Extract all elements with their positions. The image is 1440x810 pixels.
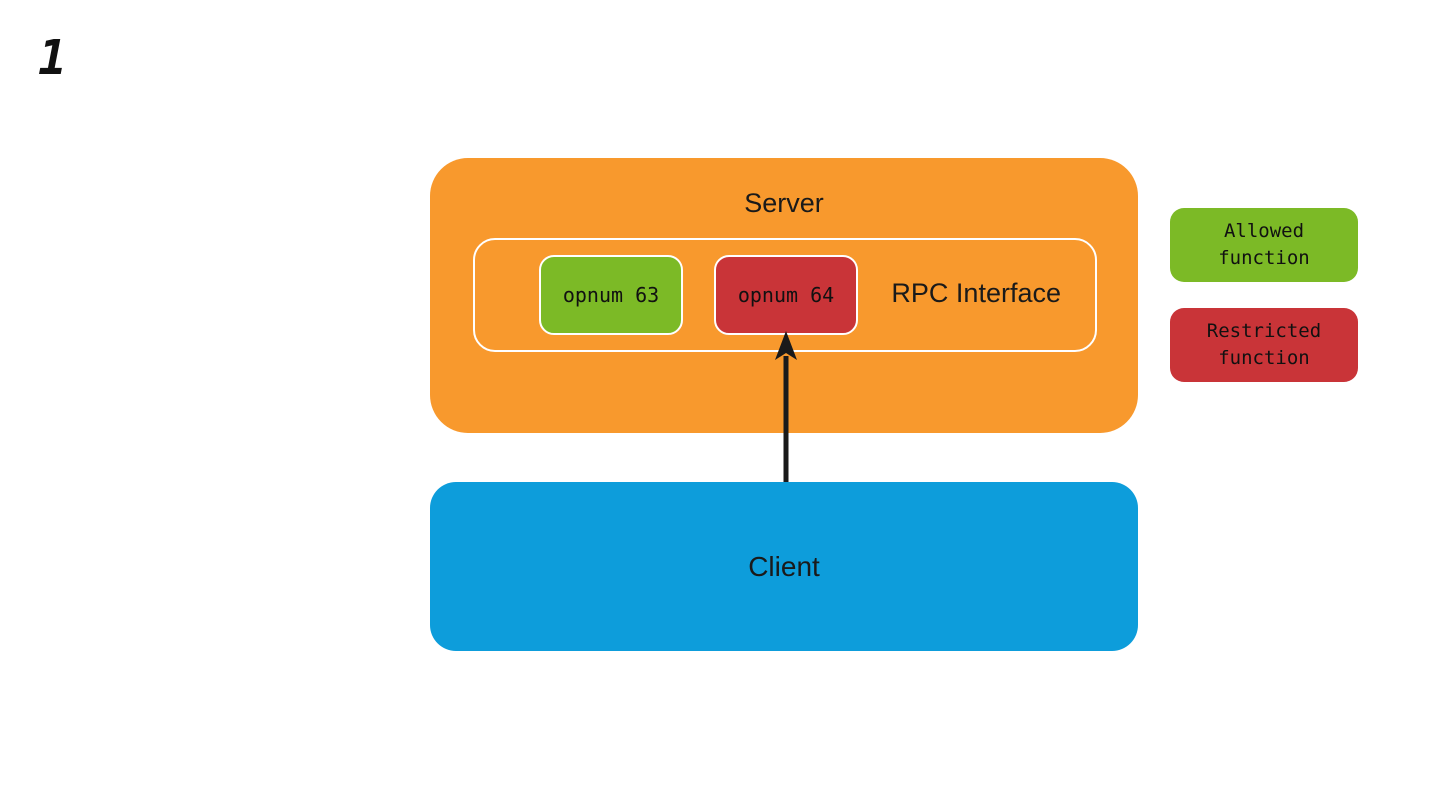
- opnum-64-box: opnum 64: [714, 255, 858, 335]
- legend-restricted-line2: function: [1218, 347, 1310, 369]
- step-number: 1: [38, 30, 67, 86]
- client-box: Client: [430, 482, 1138, 651]
- legend-allowed-line2: function: [1218, 247, 1310, 269]
- legend-restricted-line1: Restricted: [1206, 320, 1322, 342]
- legend-allowed-function: Allowed function: [1170, 208, 1358, 282]
- legend-restricted-function: Restricted function: [1170, 308, 1358, 382]
- rpc-interface-box: opnum 63 opnum 64 RPC Interface: [473, 238, 1097, 352]
- rpc-interface-label: RPC Interface: [891, 278, 1061, 308]
- server-label: Server: [744, 188, 824, 218]
- server-box: Server opnum 63 opnum 64 RPC Interface: [430, 158, 1138, 433]
- legend-allowed-line1: Allowed: [1223, 220, 1305, 242]
- client-label: Client: [748, 550, 820, 582]
- opnum-63-box: opnum 63: [539, 255, 683, 335]
